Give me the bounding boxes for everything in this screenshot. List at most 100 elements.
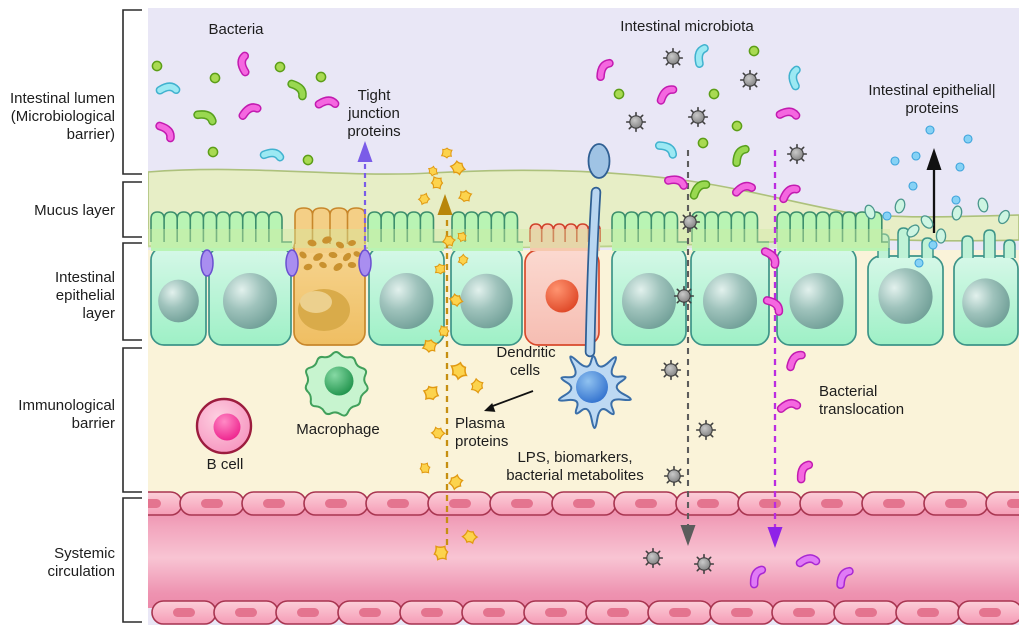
endothelial-cell-nucleus — [697, 499, 719, 508]
microvilli-outline — [367, 211, 444, 243]
lps-particle — [693, 553, 715, 575]
endothelial-cell-nucleus — [263, 499, 285, 508]
epithelial-protein-dot — [951, 195, 961, 205]
endothelial-row-top — [148, 491, 1019, 516]
bracket-intestinal-lumen — [122, 9, 142, 175]
epithelial-cell-nucleus — [223, 273, 277, 329]
label-lps-biomarkers: LPS, biomarkers, — [517, 449, 632, 466]
bracket-epithelial-layer — [122, 242, 142, 341]
microvilli-outline — [611, 211, 687, 243]
epithelial-protein-dot — [911, 151, 921, 161]
blood-vessel-lumen — [148, 508, 1019, 608]
label-intestinal-lumen: (Microbiological — [11, 108, 115, 125]
endothelial-cell-nucleus — [759, 499, 781, 508]
label-intestinal-lumen: barrier) — [67, 126, 115, 143]
epithelial-protein-dot — [963, 134, 973, 144]
microvilli-fill — [368, 212, 444, 251]
epithelial-cell-nucleus — [158, 279, 199, 323]
label-dendritic-cells: Dendritic — [496, 344, 556, 361]
endothelial-cell — [985, 491, 1019, 516]
dendritic-label-arrow — [484, 390, 534, 412]
tuft-cell-nucleus — [545, 279, 579, 313]
label-dendritic-cells: cells — [510, 362, 540, 379]
endothelial-row-bottom — [151, 600, 1028, 625]
damaged-microvillus — [1003, 239, 1016, 258]
lps-particle — [687, 106, 709, 128]
dendritic-cell-protrusion — [587, 143, 611, 179]
mucus-overlay — [148, 229, 890, 248]
endothelial-cell-nucleus — [917, 608, 939, 617]
endothelial-cell-nucleus — [359, 608, 381, 617]
endothelial-cell-nucleus — [573, 499, 595, 508]
goblet-cell-mucin-blob — [298, 289, 350, 331]
label-tight-junction: proteins — [347, 123, 400, 140]
endothelial-cell — [1020, 601, 1028, 624]
microvilli-brush-border — [150, 207, 888, 253]
label-bacterial-translocation: translocation — [819, 401, 904, 418]
endothelial-cell-nucleus — [201, 499, 223, 508]
label-bacteria: Bacteria — [208, 21, 264, 38]
bacterium-coccus — [749, 46, 759, 56]
bacterium-coccus — [210, 73, 220, 83]
label-systemic-circulation: Systemic — [54, 545, 115, 562]
endothelial-cell-nucleus — [148, 499, 161, 508]
epithelial-cell-nucleus — [460, 273, 513, 329]
label-epithelial-proteins: Intestinal epithelial| — [868, 82, 995, 99]
bacterium-coccus — [732, 121, 742, 131]
microvilli-outline — [691, 211, 769, 243]
epithelial-cell-nucleus — [962, 278, 1010, 328]
label-mucus-layer: Mucus layer — [34, 202, 115, 219]
label-bacterial-translocation: Bacterial — [819, 383, 877, 400]
bacterium-coccus — [208, 147, 218, 157]
endothelial-cell-nucleus — [421, 608, 443, 617]
lps-particle — [663, 465, 685, 487]
microvilli-fill — [452, 212, 523, 251]
goblet-cell-granules — [299, 236, 361, 271]
label-epithelial-layer: Intestinal — [55, 269, 115, 286]
tight-junction-proteins — [200, 249, 372, 277]
label-tight-junction: junction — [347, 105, 400, 122]
epithelial-protein-dot — [890, 156, 900, 166]
label-epithelial-layer: layer — [82, 305, 115, 322]
epithelial-cell-row — [150, 227, 1019, 346]
bacterium-coccus — [275, 62, 285, 72]
endothelial-cell-nucleus — [449, 499, 471, 508]
epithelial-cell-nucleus — [789, 273, 844, 329]
epithelial-protein-dot — [914, 258, 924, 268]
endothelial-cell-nucleus — [545, 608, 567, 617]
label-tight-junction: Tight — [358, 87, 392, 104]
bacterial-translocation-arrow — [767, 150, 783, 548]
bacterium-coccus — [316, 72, 326, 82]
lps-particle — [662, 47, 684, 69]
bracket-immunological-barrier — [122, 347, 142, 493]
epithelial-cell-nucleus — [622, 273, 676, 329]
b-cell — [195, 397, 253, 455]
epithelial-cell-nucleus — [878, 268, 933, 324]
lps-particle — [660, 359, 682, 381]
label-macrophage: Macrophage — [296, 421, 379, 438]
microvilli-outline — [451, 211, 523, 243]
endothelial-cell-nucleus — [669, 608, 691, 617]
bacterium-coccus — [614, 89, 624, 99]
microvilli-outline — [294, 207, 366, 244]
lps-particle — [642, 547, 664, 569]
label-epithelial-proteins: proteins — [905, 100, 958, 117]
label-b-cell: B cell — [207, 456, 244, 473]
layer-label-texts: Intestinal lumen (Microbiological barrie… — [10, 90, 116, 580]
epithelial-protein-dot — [908, 181, 918, 191]
endothelial-cell-nucleus — [821, 499, 843, 508]
label-intestinal-microbiota: Intestinal microbiota — [620, 18, 754, 35]
tight-junction-arrow — [357, 141, 373, 250]
cell-debris-blob — [935, 228, 947, 244]
epithelial-protein-dot — [928, 240, 938, 250]
endothelial-cell-nucleus — [855, 608, 877, 617]
damaged-microvillus — [961, 235, 974, 258]
endothelial-cell-nucleus — [235, 608, 257, 617]
endothelial-cell-nucleus — [635, 499, 657, 508]
endothelial-cell-nucleus — [1007, 499, 1019, 508]
layer-brackets — [122, 9, 142, 623]
label-epithelial-layer: epithelial — [56, 287, 115, 304]
microvilli-fill — [777, 212, 888, 251]
